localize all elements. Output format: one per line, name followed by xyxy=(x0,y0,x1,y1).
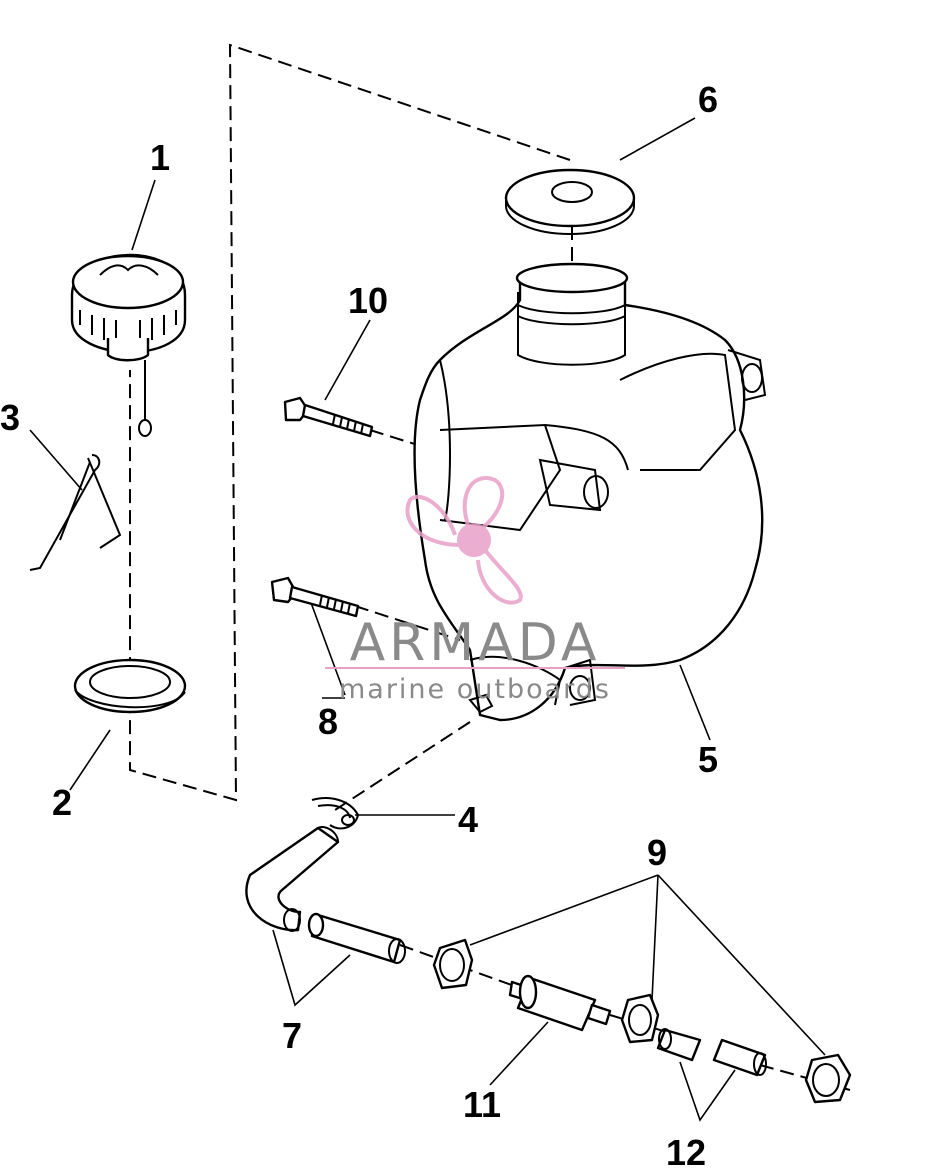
callout-8: 8 xyxy=(318,701,338,742)
callout-3: 3 xyxy=(0,397,20,438)
callout-10: 10 xyxy=(348,280,388,321)
gasket-part-2 xyxy=(73,658,187,714)
callout-9: 9 xyxy=(647,832,667,873)
callout-11: 11 xyxy=(463,1084,501,1125)
watermark: ARMADA marine outboards xyxy=(325,476,625,705)
callout-7: 7 xyxy=(282,1015,302,1056)
callout-12: 12 xyxy=(666,1132,706,1169)
screw-part-8 xyxy=(270,576,360,618)
hose-clamp-part-4 xyxy=(311,797,360,830)
leader-lines xyxy=(29,117,826,1122)
callout-6: 6 xyxy=(698,79,718,120)
oil-tank-part-5 xyxy=(413,262,767,722)
hose-part-7 xyxy=(245,826,406,964)
washer-part-6 xyxy=(504,168,636,235)
callout-1: 1 xyxy=(150,137,170,178)
callout-5: 5 xyxy=(698,739,718,780)
screw-part-10 xyxy=(283,396,374,438)
callout-labels: 1 2 3 4 5 6 7 8 9 10 11 12 xyxy=(0,79,718,1169)
connector-part-12 xyxy=(656,1028,767,1077)
callout-4: 4 xyxy=(458,799,478,840)
filler-cap-part-1 xyxy=(70,253,187,437)
watermark-brand: ARMADA xyxy=(350,613,601,673)
clamp-part-9 xyxy=(432,938,852,1104)
callout-2: 2 xyxy=(52,782,72,823)
retaining-clip-part-3 xyxy=(29,454,122,571)
fitting-part-11 xyxy=(508,974,612,1032)
watermark-tagline: marine outboards xyxy=(339,674,611,705)
propeller-logo-icon xyxy=(405,476,523,605)
